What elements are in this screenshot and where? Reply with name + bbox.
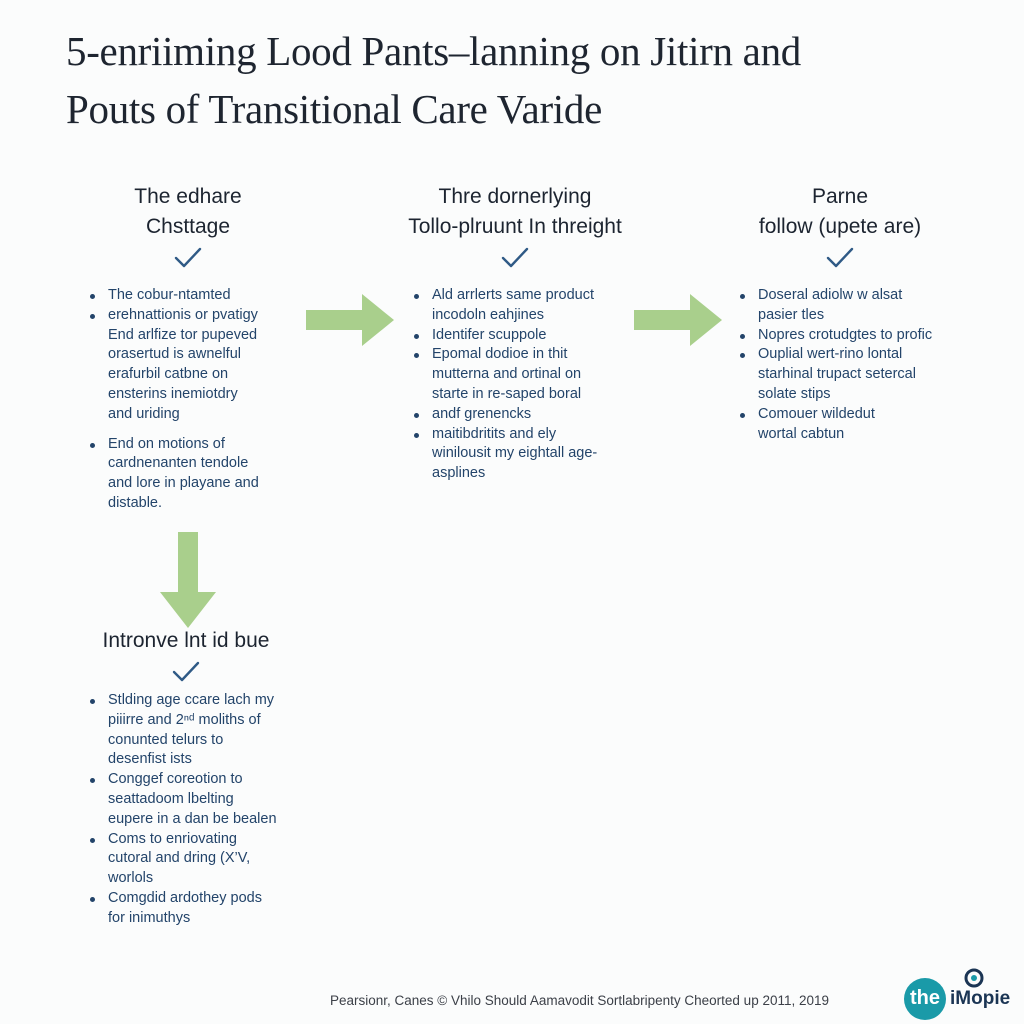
stage-2-list: Ald arrlerts same product incodoln eahji… (410, 286, 640, 484)
arrow-right-icon (634, 294, 722, 346)
title-line-1: 5-enriiming Lood Pants–lanning on Jitirn… (66, 28, 801, 74)
list-item: Doseral adiolw w alsat pasier tles (736, 286, 986, 326)
list-item: erehnattionis or pvatigy End arlfize tor… (86, 306, 316, 425)
stage-1-title-line-1: The edhare (134, 185, 242, 208)
stage-2: Thre dornerlying Tollo-plruunt In threig… (370, 182, 660, 270)
list-item: Identifer scuppole (410, 326, 640, 346)
list-item: Stlding age ccare lach my piiirre and 2ⁿ… (86, 691, 326, 770)
list-item: Nopres crotudgtes to profic (736, 326, 986, 346)
stage-3-list: Doseral adiolw w alsat pasier tles Nopre… (736, 286, 986, 444)
list-item: andf grenencks (410, 405, 640, 425)
logo-mark-icon (964, 968, 984, 988)
list-item: End on motions of cardnenanten tendole a… (86, 435, 316, 514)
check-icon (174, 247, 202, 268)
check-icon (826, 247, 854, 268)
diagram-title: 5-enriiming Lood Pants–lanning on Jitirn… (66, 22, 986, 138)
stage-1-list: The cobur-ntamted erehnattionis or pvati… (86, 286, 316, 524)
check-icon (172, 661, 200, 682)
arrow-right-icon (306, 294, 394, 346)
brand-logo: the iMopie (904, 968, 1014, 1020)
stage-1-title-line-2: Chsttage (145, 215, 231, 238)
logo-circle: the (904, 978, 946, 1020)
stage-4-list: Stlding age ccare lach my piiirre and 2ⁿ… (86, 691, 326, 929)
check-icon (501, 247, 529, 268)
list-item: Ald arrlerts same product incodoln eahji… (410, 286, 640, 326)
stage-4-title: Intronve lnt id bue (102, 629, 270, 652)
stage-1: The edhare Chsttage (88, 182, 288, 270)
stage-3: Parne follow (upete are) (720, 182, 960, 270)
list-item: Coms to enriovating cutoral and dring (X… (86, 830, 326, 889)
stage-3-title-line-1: Parne (811, 185, 869, 208)
list-item: The cobur-ntamted (86, 286, 316, 306)
list-item: Comouer wildedut wortal cabtun (736, 405, 986, 445)
footer-credit: Pearsionr, Canes © Vhilo Should Aamavodi… (330, 993, 830, 1008)
list-item: Ouplial wert-rino lontal starhinal trupa… (736, 345, 986, 404)
stage-4: Intronve lnt id bue (70, 626, 302, 684)
stage-2-title-line-2: Tollo-plruunt In threight (408, 215, 622, 238)
list-item: Conggef coreotion to seattadoom lbelting… (86, 770, 326, 829)
list-item: Epomal dodioe in thit mutterna and ortin… (410, 345, 640, 404)
list-item: maitibdritits and ely winilousit my eigh… (410, 425, 640, 484)
stage-3-title-line-2: follow (upete are) (758, 215, 922, 238)
title-line-2: Pouts of Transitional Care Varide (66, 86, 602, 132)
stage-2-title-line-1: Thre dornerlying (438, 185, 592, 208)
list-item: Comgdid ardothey pods for inimuthys (86, 889, 326, 929)
arrow-down-icon (160, 532, 216, 628)
logo-word: iMopie (950, 988, 1011, 1009)
